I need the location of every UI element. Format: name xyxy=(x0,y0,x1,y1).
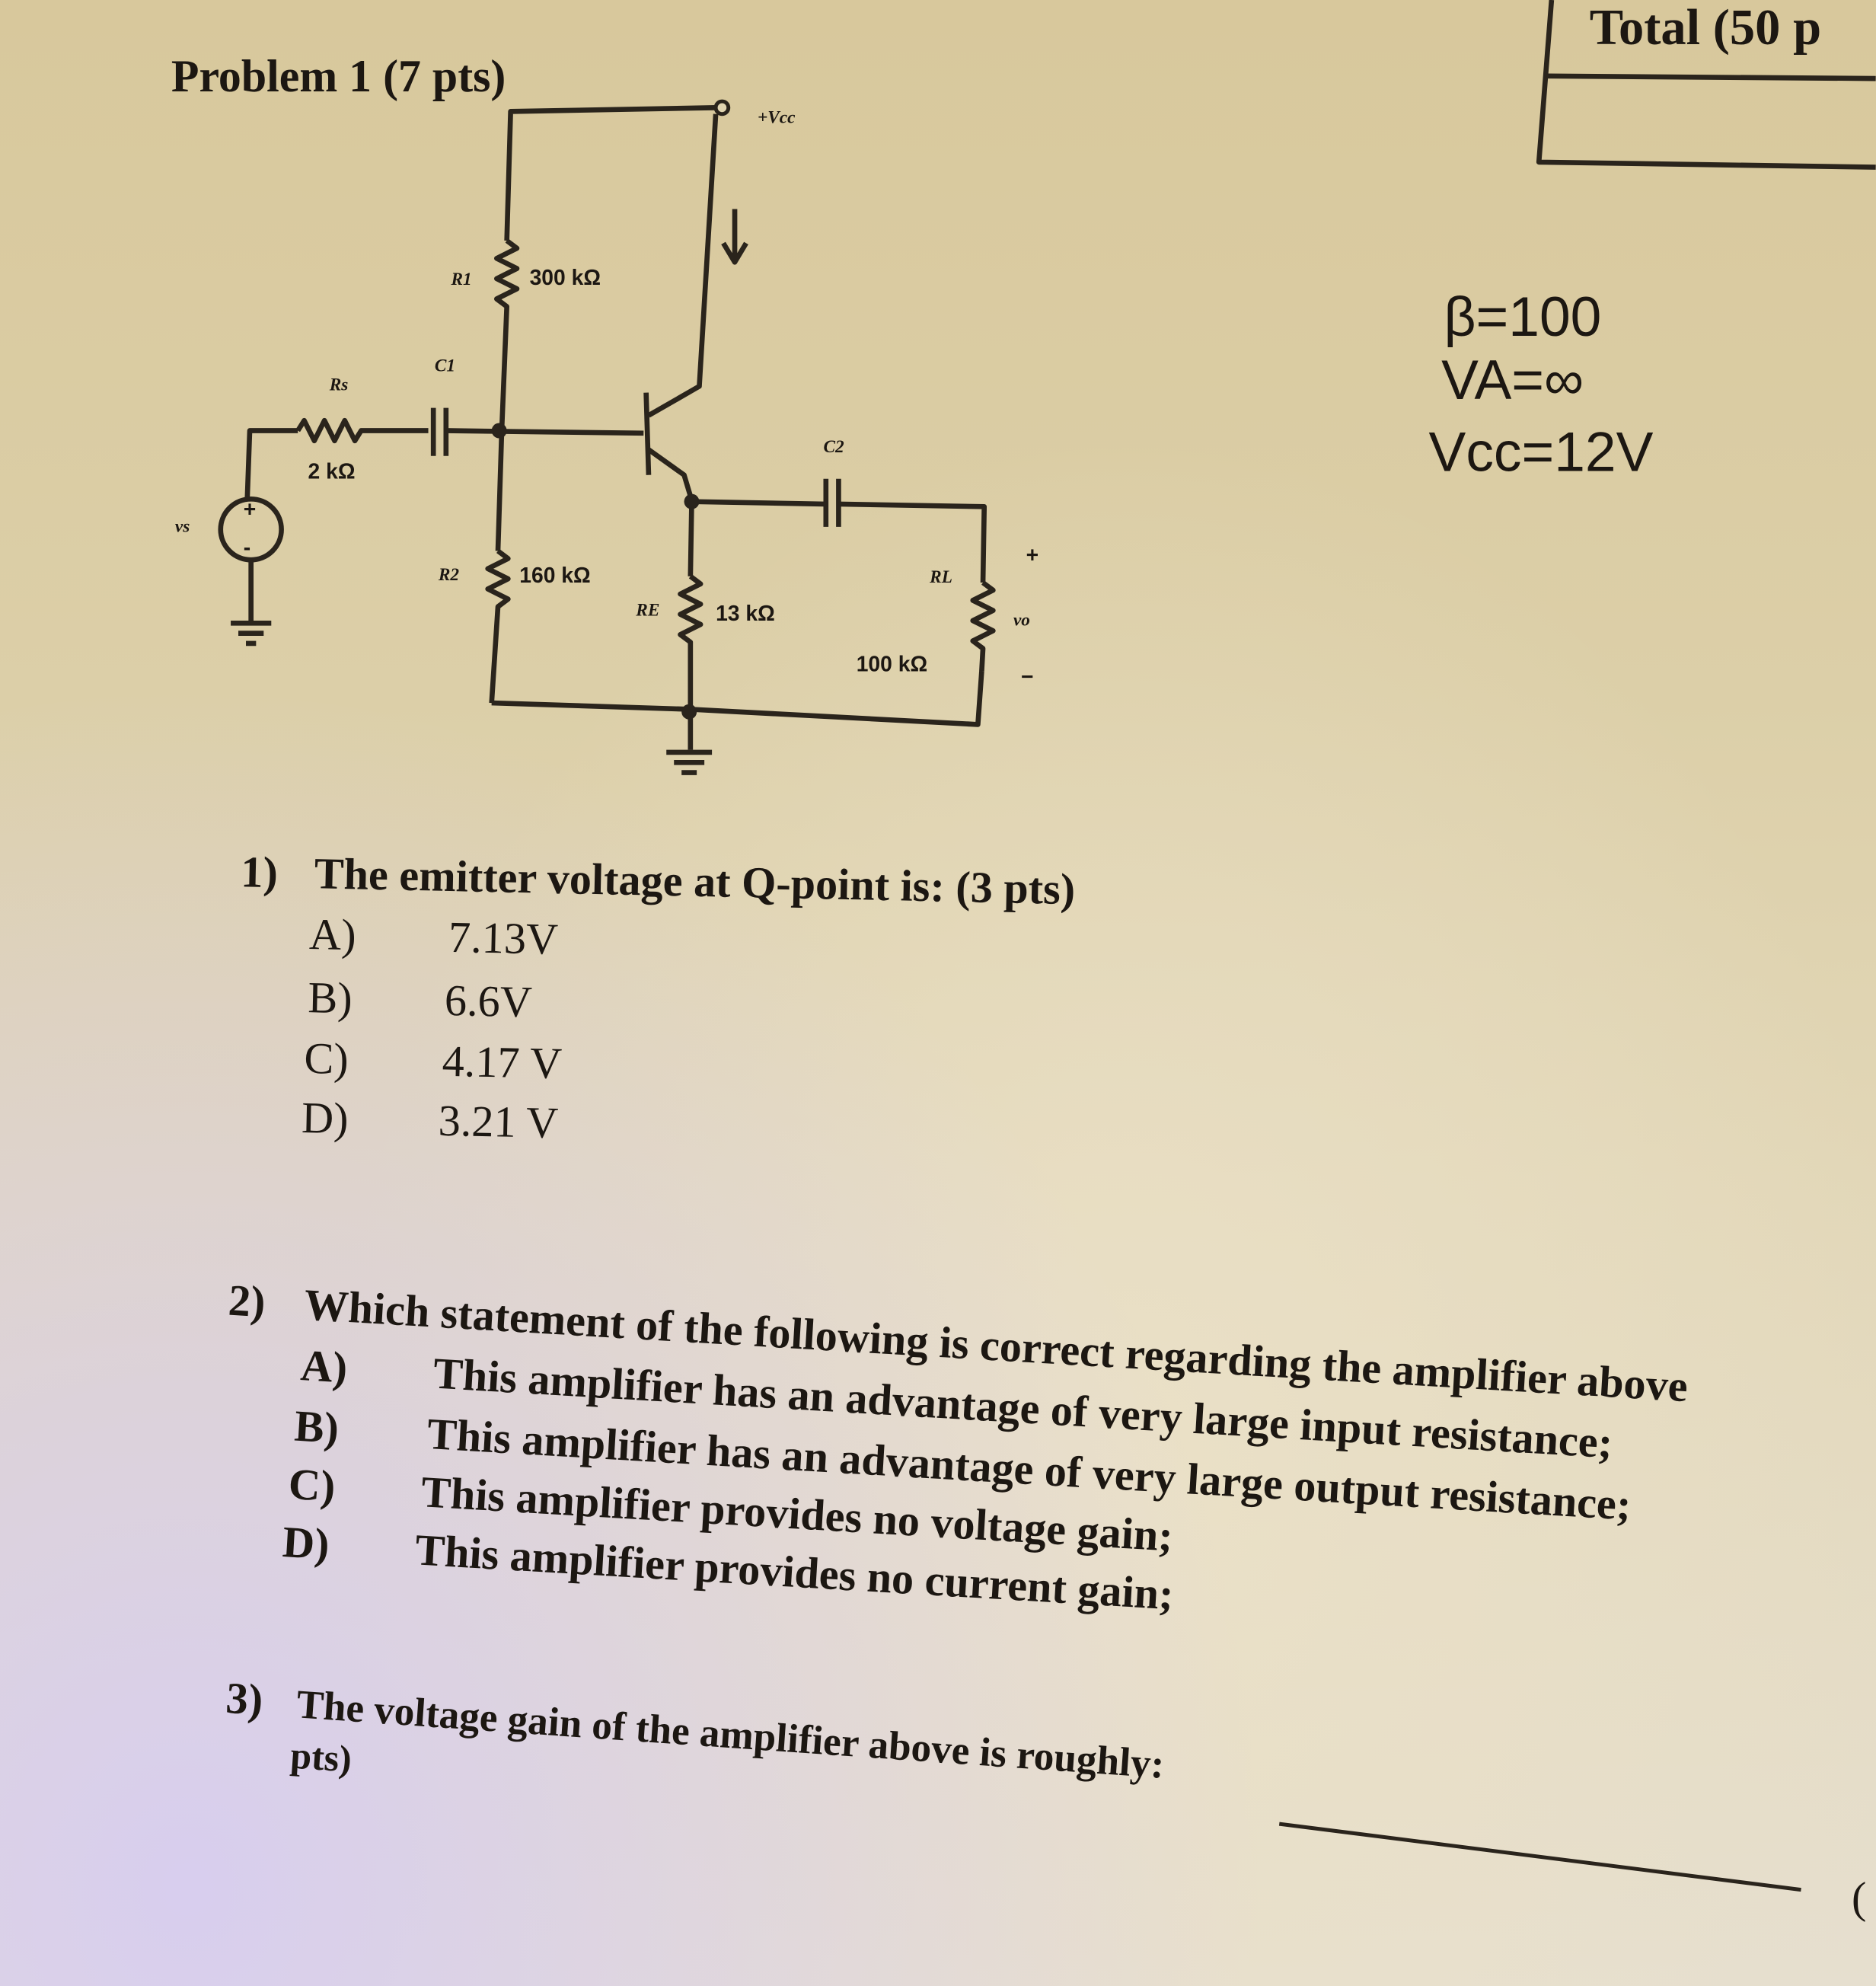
r1-value: 300 kΩ xyxy=(530,265,601,289)
svg-text:B): B) xyxy=(293,1401,340,1453)
c2-capacitor xyxy=(823,478,841,527)
r1-resistor xyxy=(494,238,520,431)
question-2-number: 2) xyxy=(227,1276,266,1327)
rl-label: RL xyxy=(929,567,952,587)
svg-text:4.17 V: 4.17 V xyxy=(442,1036,563,1088)
re-value: 13 kΩ xyxy=(716,601,775,625)
r1-label: R1 xyxy=(450,270,471,289)
total-label: Total (50 p xyxy=(1590,0,1821,56)
svg-text:A): A) xyxy=(309,909,357,959)
current-arrow-icon xyxy=(721,209,748,265)
c1-capacitor xyxy=(430,407,449,456)
vs-label: vs xyxy=(175,517,190,537)
rs-label: Rs xyxy=(329,375,349,394)
question-2: 2) Which statement of the following is c… xyxy=(227,1276,1689,1620)
svg-text:-: - xyxy=(244,535,250,560)
vcc-param: Vcc=12V xyxy=(1429,421,1654,484)
vo-minus: − xyxy=(1021,664,1034,688)
option-b[interactable]: B) 6.6V xyxy=(308,972,533,1027)
svg-text:B): B) xyxy=(308,972,353,1023)
svg-text:3.21 V: 3.21 V xyxy=(438,1096,559,1148)
ground-icon xyxy=(231,621,272,647)
svg-text:+: + xyxy=(244,497,257,522)
c2-label: C2 xyxy=(823,437,844,457)
vcc-label: +Vcc xyxy=(758,107,795,127)
question-3-text: The voltage gain of the amplifier above … xyxy=(295,1681,1166,1787)
svg-text:7.13V: 7.13V xyxy=(448,912,558,964)
svg-text:6.6V: 6.6V xyxy=(444,975,532,1027)
svg-text:D): D) xyxy=(281,1517,330,1569)
r2-resistor xyxy=(485,548,511,704)
question-1-text: The emitter voltage at Q-point is: (3 pt… xyxy=(314,848,1076,914)
answer-blank-line[interactable] xyxy=(1278,1822,1801,1892)
option-a[interactable]: A) 7.13V xyxy=(309,909,559,964)
question-3-trailing: ( xyxy=(1852,1873,1866,1923)
question-1: 1) The emitter voltage at Q-point is: (3… xyxy=(241,847,1076,1148)
question-3: 3) The voltage gain of the amplifier abo… xyxy=(225,1673,1166,1787)
ground-icon xyxy=(666,749,713,775)
bjt-transistor xyxy=(643,113,719,501)
vo-plus: + xyxy=(1026,542,1039,567)
rl-value: 100 kΩ xyxy=(857,652,927,676)
re-resistor xyxy=(678,574,704,750)
question-1-number: 1) xyxy=(241,847,279,897)
option-c[interactable]: C) 4.17 V xyxy=(304,1033,563,1088)
r2-label: R2 xyxy=(438,565,460,585)
re-label: RE xyxy=(635,600,659,620)
question-3-number: 3) xyxy=(225,1673,265,1725)
rs-value: 2 kΩ xyxy=(308,459,356,484)
question-3-text-cont: pts) xyxy=(289,1734,353,1780)
parameters: β=100 VA=∞ Vcc=12V xyxy=(1429,286,1654,484)
svg-text:C): C) xyxy=(304,1033,349,1084)
va-param: VA=∞ xyxy=(1441,349,1584,411)
svg-text:D): D) xyxy=(301,1093,349,1143)
option-d[interactable]: D) 3.21 V xyxy=(301,1093,558,1148)
svg-text:C): C) xyxy=(287,1459,337,1512)
vcc-terminal xyxy=(713,99,731,117)
rs-resistor xyxy=(295,417,429,444)
vo-label: vo xyxy=(1013,611,1030,631)
problem-title: Problem 1 (7 pts) xyxy=(171,51,506,101)
circuit-diagram: + - +Vcc vs Rs 2 kΩ C1 R1 300 kΩ R2 xyxy=(175,99,1039,775)
c1-label: C1 xyxy=(435,356,455,375)
total-score-box: Total (50 p xyxy=(1536,0,1876,170)
r2-value: 160 kΩ xyxy=(519,563,590,587)
rl-resistor xyxy=(970,580,996,672)
beta-param: β=100 xyxy=(1444,286,1601,348)
svg-text:A): A) xyxy=(299,1340,349,1393)
